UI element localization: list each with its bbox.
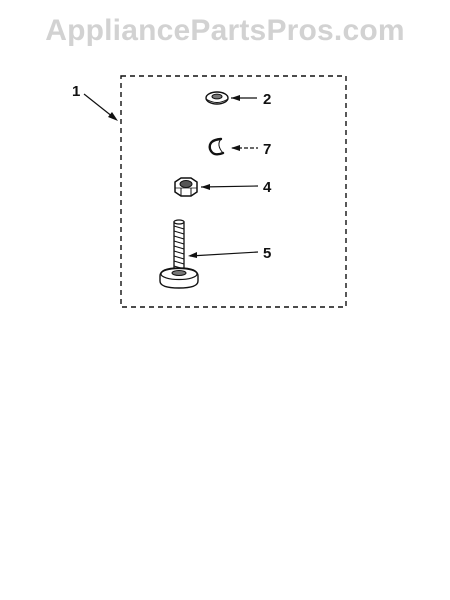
callout-label-kit: 1: [72, 83, 80, 100]
leader-line-washer: [231, 95, 257, 101]
kit-box-icon: [120, 75, 347, 308]
callout-label-bolt: 5: [263, 245, 271, 262]
callout-label-clip: 7: [263, 141, 271, 158]
leader-line-bolt: [188, 251, 259, 258]
hex-nut-icon: [174, 177, 198, 197]
leader-line-nut: [200, 184, 259, 190]
site-watermark: AppliancePartsPros.com: [45, 14, 405, 47]
callout-label-washer: 2: [263, 91, 271, 108]
washer-icon: [205, 91, 229, 105]
leveling-bolt-icon: [159, 219, 199, 289]
callout-label-nut: 4: [263, 179, 272, 196]
leader-line-clip: [231, 145, 258, 151]
clip-icon: [208, 137, 225, 156]
leader-line-kit: [83, 93, 118, 121]
